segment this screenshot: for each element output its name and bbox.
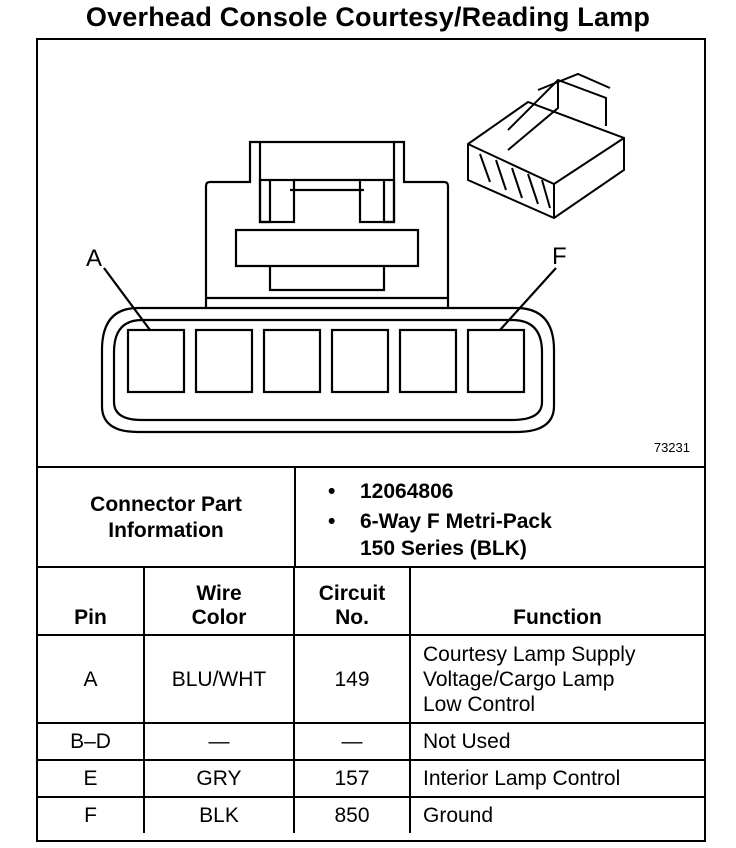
cavity-a bbox=[126, 328, 186, 394]
leader-line-a bbox=[103, 267, 151, 331]
connector-latch bbox=[204, 140, 450, 308]
leader-line-f bbox=[499, 267, 557, 331]
table-row: B–D — — Not Used bbox=[38, 722, 704, 761]
connector-info-label: Connector Part Information bbox=[38, 468, 296, 568]
connector-info-list: • 12064806 • 6-Way F Metri-Pack 150 Seri… bbox=[328, 478, 552, 562]
table-header-row: Pin Wire Color Circuit No. Function bbox=[38, 566, 704, 636]
connector-iso-view bbox=[467, 72, 625, 220]
cavity-c bbox=[262, 328, 322, 394]
connector-drawing: A F bbox=[86, 72, 625, 434]
table-row: A BLU/WHT 149 Courtesy Lamp Supply Volta… bbox=[38, 634, 704, 724]
cavity-f bbox=[466, 328, 526, 394]
header-circuit: Circuit No. bbox=[293, 566, 411, 636]
connector-info: Connector Part Information • 12064806 • … bbox=[38, 466, 704, 568]
connector-body bbox=[100, 306, 556, 434]
list-item: • 6-Way F Metri-Pack 150 Series (BLK) bbox=[328, 510, 552, 560]
cavity-d bbox=[330, 328, 390, 394]
diagram-frame: A F 73231 Connector Part Information • 1… bbox=[36, 38, 706, 842]
page-title: Overhead Console Courtesy/Reading Lamp bbox=[85, 2, 651, 32]
list-item: • 12064806 bbox=[328, 480, 454, 503]
pin-label-a: A bbox=[86, 245, 102, 272]
cavity-b bbox=[194, 328, 254, 394]
pin-label-f: F bbox=[552, 243, 567, 270]
connector-figure: A F 73231 bbox=[38, 40, 704, 466]
header-wire-color: Wire Color bbox=[143, 566, 295, 636]
figure-id: 73231 bbox=[653, 440, 690, 455]
table-row: E GRY 157 Interior Lamp Control bbox=[38, 759, 704, 798]
header-pin: Pin bbox=[38, 566, 145, 636]
pin-table: Pin Wire Color Circuit No. Function A BL… bbox=[38, 566, 704, 833]
header-function: Function bbox=[409, 566, 704, 636]
table-row: F BLK 850 Ground bbox=[38, 796, 704, 833]
cavity-e bbox=[398, 328, 458, 394]
